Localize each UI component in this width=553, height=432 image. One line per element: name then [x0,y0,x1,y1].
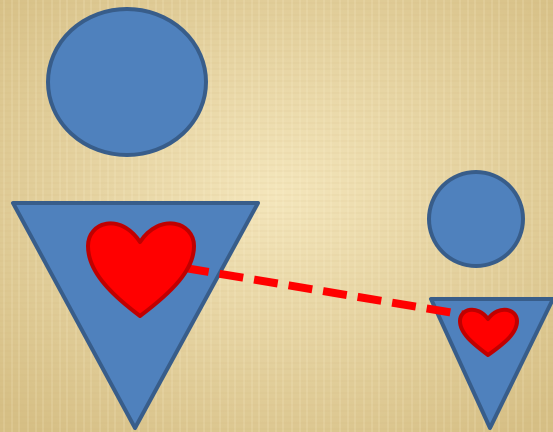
small-head-circle [429,172,523,266]
large-head-circle [48,9,206,155]
